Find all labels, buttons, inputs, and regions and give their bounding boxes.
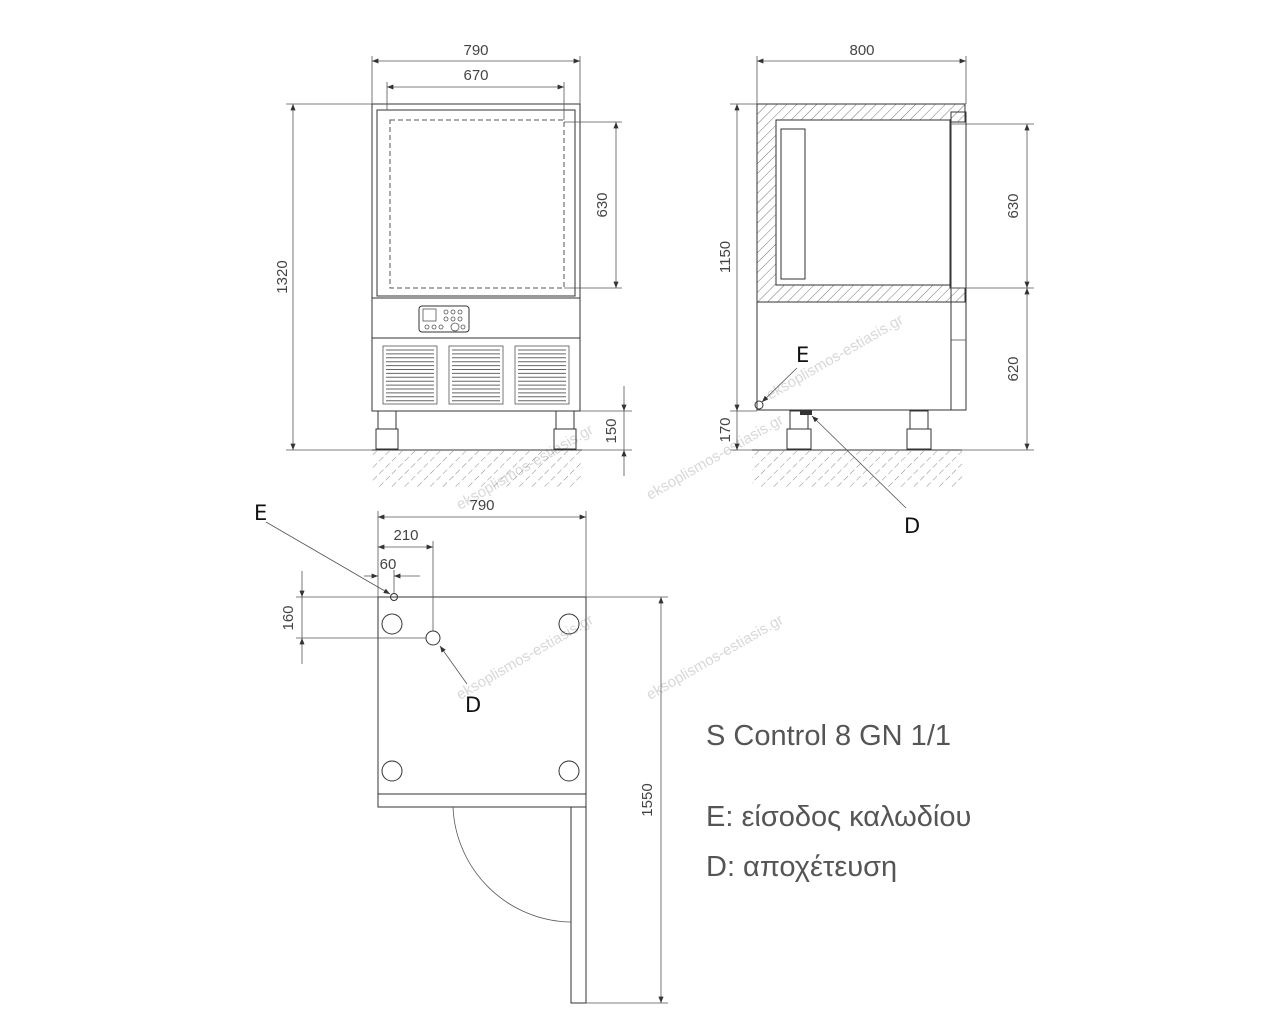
top-cable-inlet: [390, 593, 398, 601]
top-label-d: D: [465, 693, 481, 717]
side-label-e: E: [796, 343, 809, 367]
door-swing-arc: [452, 806, 572, 923]
control-panel: [418, 305, 470, 333]
model-title: S Control 8 GN 1/1: [706, 720, 951, 752]
info-block: S Control 8 GN 1/1 E: είσοδος καλωδίου D…: [706, 720, 971, 883]
side-foot: [909, 410, 929, 430]
watermark-text: eksoplismos-estiasis.gr: [454, 611, 597, 703]
legend-d: D: αποχέτευση: [706, 851, 897, 883]
dim-front-width-outer: 790: [463, 42, 488, 59]
side-foot: [786, 428, 812, 450]
dim-side-height-lower: 620: [1005, 356, 1022, 381]
louver-panel: [448, 345, 504, 405]
legend-e: E: είσοδος καλωδίου: [706, 801, 971, 833]
side-door-edge: [950, 111, 967, 411]
front-foot: [375, 428, 399, 450]
front-view: 790 670 1320 630 150: [274, 42, 632, 487]
dim-side-height-chamber: 630: [1005, 193, 1022, 218]
side-cable-inlet: [754, 400, 764, 410]
top-view: 790 210 60 160 1550 E D: [254, 497, 668, 1004]
front-louvers: [386, 349, 566, 402]
front-foot: [555, 410, 575, 430]
dim-top-offset-d: 210: [393, 527, 418, 544]
dim-front-height-chamber: 630: [594, 192, 611, 217]
side-view: 800 1150 170 630 620 E D: [717, 42, 1034, 538]
side-ground-hatch: [752, 451, 962, 487]
dim-top-offset-e: 60: [380, 556, 397, 573]
front-foot: [377, 410, 397, 430]
dim-side-height-body: 1150: [717, 241, 734, 273]
leader-line: [811, 415, 907, 509]
dim-front-height-total: 1320: [274, 260, 291, 293]
control-display: [422, 308, 437, 322]
watermark-text: eksoplismos-estiasis.gr: [644, 611, 787, 703]
side-chamber: [775, 119, 951, 286]
front-foot: [553, 428, 577, 450]
front-chamber-dashed: [389, 119, 565, 289]
side-drain: [800, 410, 812, 415]
dim-top-width: 790: [469, 497, 494, 514]
control-buttons: [424, 309, 466, 332]
top-label-e: E: [254, 501, 267, 525]
front-ground-hatch: [372, 451, 582, 487]
leader-line: [761, 367, 798, 403]
top-body-outline: [377, 596, 587, 808]
front-door-frame: [376, 109, 576, 297]
side-evaporator: [780, 128, 806, 280]
louver-panel: [382, 345, 438, 405]
dim-side-depth: 800: [849, 42, 874, 59]
dim-top-depth-total: 1550: [639, 783, 656, 816]
dim-top-depth-offset: 160: [280, 605, 297, 630]
side-label-d: D: [904, 514, 920, 538]
top-drain: [425, 630, 441, 646]
top-door: [570, 806, 587, 1004]
leader-line: [439, 645, 468, 685]
top-foot: [558, 760, 580, 782]
dim-side-height-feet: 170: [717, 417, 734, 442]
louver-panel: [514, 345, 570, 405]
front-body-outline: [371, 103, 581, 412]
top-foot: [381, 613, 403, 635]
dim-front-height-feet: 150: [603, 418, 620, 443]
leader-line: [265, 521, 391, 595]
top-foot: [381, 760, 403, 782]
dim-front-width-inner: 670: [463, 67, 488, 84]
watermark-text: eksoplismos-estiasis.gr: [764, 311, 907, 403]
side-insulation: [756, 103, 966, 303]
side-foot: [906, 428, 932, 450]
top-foot: [558, 613, 580, 635]
watermarks: eksoplismos-estiasis.gr eksoplismos-esti…: [454, 311, 907, 703]
side-lower-body: [756, 301, 952, 411]
